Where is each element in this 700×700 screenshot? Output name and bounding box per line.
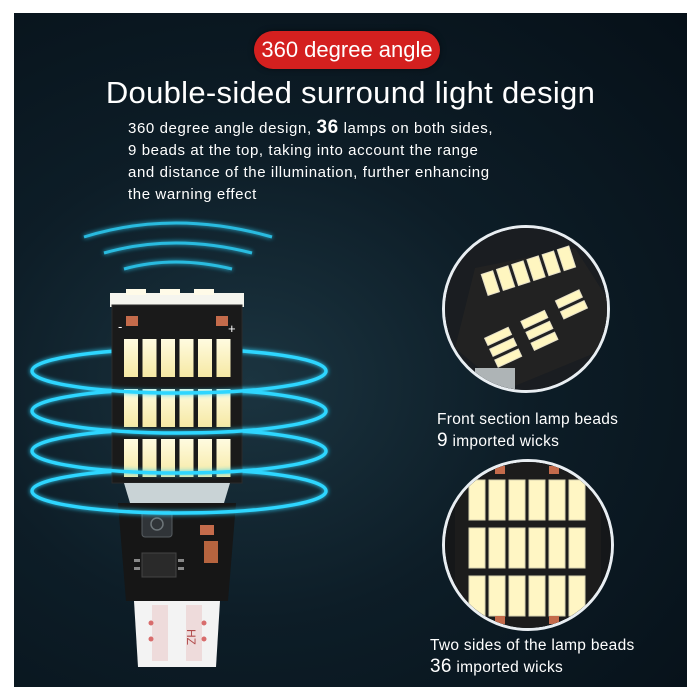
led-chip [488,479,506,521]
led-chip [468,575,486,617]
led-chip [198,339,212,377]
led-chip [528,479,546,521]
led-chip [198,389,212,427]
description-line-2: 9 beads at the top, taking into account … [128,142,479,159]
led-chip [124,389,138,427]
led-chip [488,527,506,569]
led-chip [124,439,138,477]
description-line-1: 360 degree angle design, 36 lamps on bot… [128,117,494,138]
led-chip [216,389,231,427]
led-chip [508,479,526,521]
led-chip [161,389,175,427]
led-chip [508,575,526,617]
pcb-plus-mark: + [228,321,236,336]
front-section-title: Front section lamp beads [437,411,619,428]
led-chip [124,339,138,377]
led-chip [528,527,546,569]
led-chip [216,439,231,477]
side-section-count: 36 imported wicks [430,656,564,677]
product-banner: - + HZ 360 degree angle Double-sided sur… [14,13,687,687]
pcb-minus-mark: - [118,319,122,334]
led-chip [568,479,586,521]
led-chip [528,575,546,617]
bulb-illustration: - + HZ [30,221,328,667]
led-chip [179,389,194,427]
led-chip [142,339,157,377]
led-chip [179,439,194,477]
led-chip [216,339,231,377]
led-chip [179,339,194,377]
led-chip [508,527,526,569]
description: 360 degree angle design, 36 lamps on bot… [128,117,588,206]
led-bulb [110,289,244,667]
side-section-title: Two sides of the lamp beads [430,637,635,654]
led-chip [548,527,566,569]
lamp-count: 36 [316,117,339,138]
led-chip [198,439,212,477]
led-chip [161,439,175,477]
angle-badge: 360 degree angle [254,31,440,69]
front-section-label: Front section lamp beads 9 imported wick… [437,409,618,452]
led-chip [142,439,157,477]
front-section-count: 9 imported wicks [437,430,560,451]
description-line-4: the warning effect [128,186,257,203]
led-chip [548,575,566,617]
led-chip [161,339,175,377]
side-section-closeup [442,459,614,631]
led-chip [142,389,157,427]
led-chip [468,527,486,569]
led-chip [548,479,566,521]
led-chip [468,479,486,521]
page-title: Double-sided surround light design [105,75,596,110]
glow-rings-front [30,370,328,515]
led-chip [568,527,586,569]
side-section-label: Two sides of the lamp beads 36 imported … [430,635,635,678]
signal-arcs-icon [83,221,273,271]
led-chip [488,575,506,617]
description-line-3: and distance of the illumination, furthe… [128,164,490,181]
pcb-brand-mark: HZ [184,629,198,645]
front-section-closeup [442,225,610,393]
led-chip [568,575,586,617]
